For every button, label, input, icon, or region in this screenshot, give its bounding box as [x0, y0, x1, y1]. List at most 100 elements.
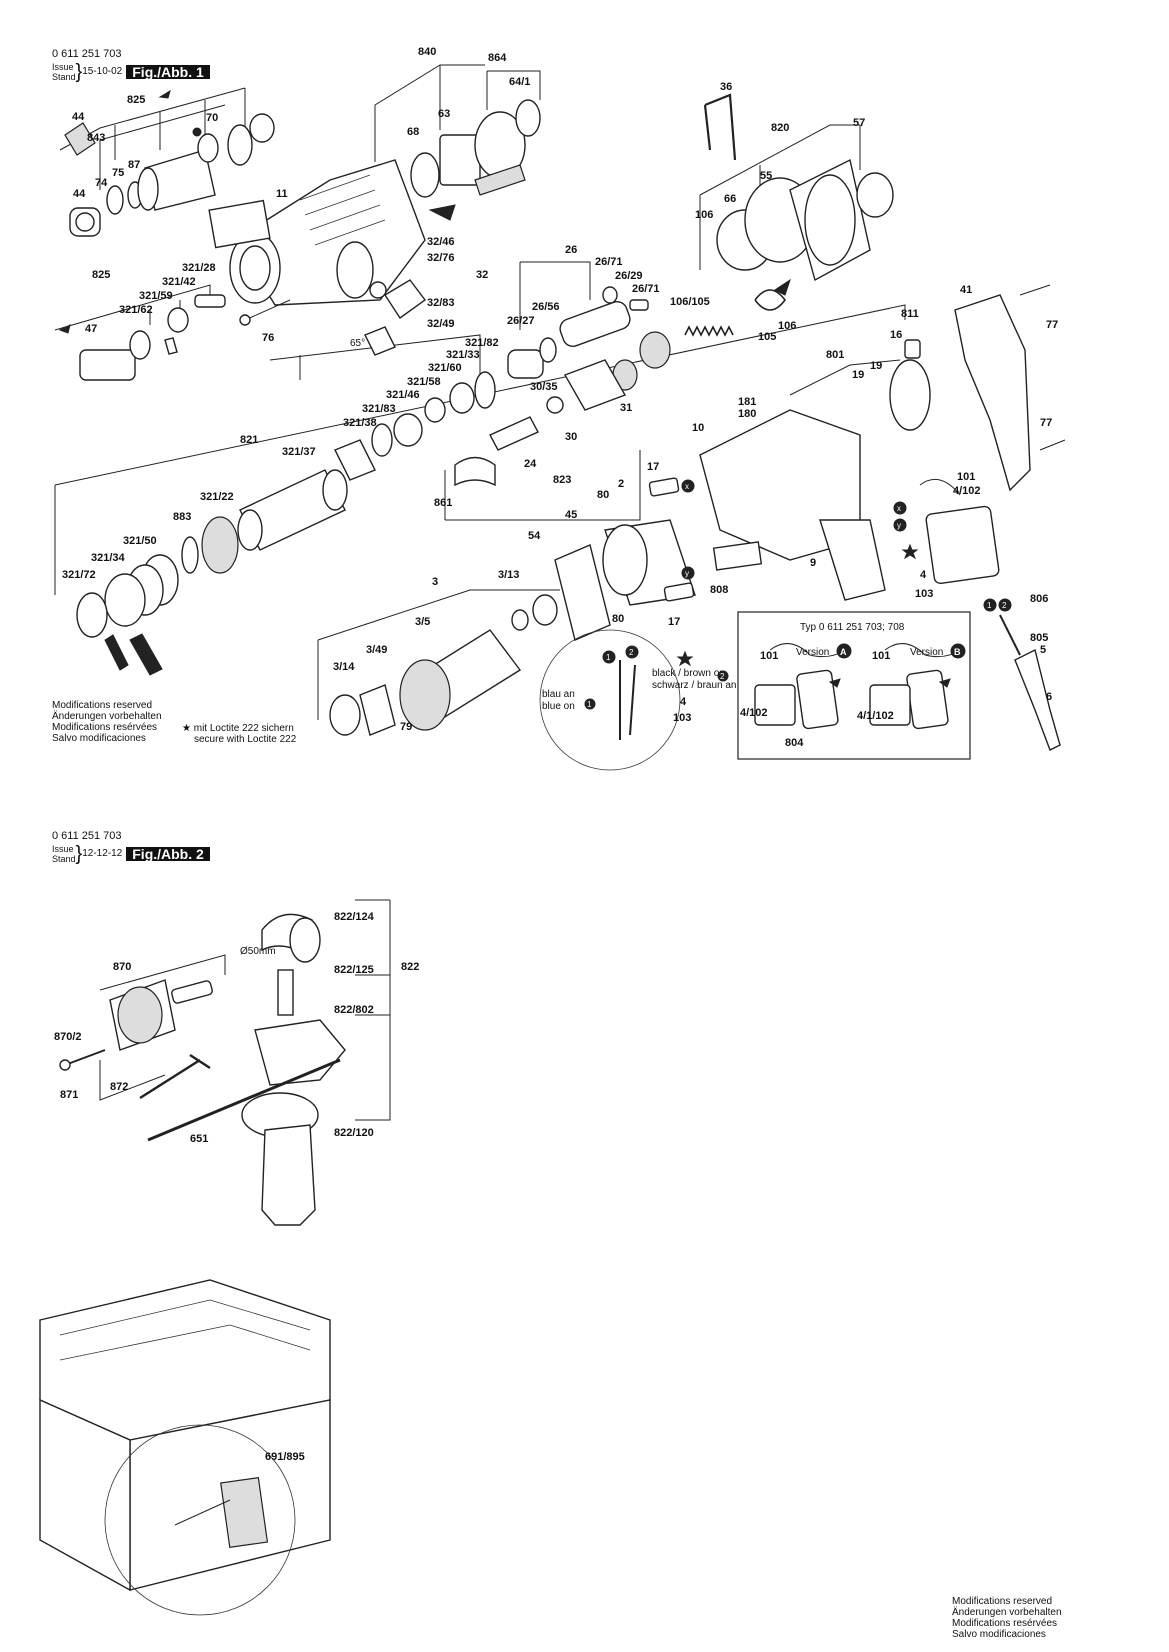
part-shape	[322, 469, 348, 511]
part-shape	[869, 684, 911, 726]
version-b-badge	[950, 643, 966, 659]
carrying-case	[39, 1279, 331, 1616]
loctite-note: ★ mit Loctite 222 sichern secure with Lo…	[182, 723, 296, 745]
label-822-120: 822/120	[334, 1127, 374, 1139]
label-843: 843	[87, 132, 105, 144]
label-55: 55	[760, 170, 772, 182]
inset-title: Typ 0 611 251 703; 708	[800, 622, 905, 633]
part-9-handle	[819, 519, 886, 601]
label-80: 80	[597, 489, 609, 501]
note-line: Modifications resérvées	[52, 722, 158, 733]
label-30: 30	[565, 431, 577, 443]
loctite-line: secure with Loctite 222	[194, 734, 297, 745]
label-321-50: 321/50	[123, 535, 157, 547]
label-825b: 825	[92, 269, 110, 281]
loctite-line: ★ mit Loctite 222 sichern	[182, 723, 294, 734]
part-shape	[602, 650, 616, 664]
note-line: Salvo modificaciones	[952, 1629, 1046, 1640]
label-321-33: 321/33	[446, 349, 480, 361]
label-3-14: 3/14	[333, 661, 355, 673]
wiring-black-de: schwarz / braun an	[652, 680, 737, 691]
label-24: 24	[524, 458, 537, 470]
part-4-switch	[925, 505, 1000, 585]
label-76: 76	[262, 332, 274, 344]
part-shape	[532, 594, 558, 626]
arrow-icon	[158, 89, 171, 99]
label-3: 3	[432, 576, 438, 588]
label-74: 74	[95, 177, 108, 189]
part-shape	[884, 643, 961, 658]
part-shape	[424, 397, 446, 423]
marker-text: y	[897, 521, 901, 530]
part-shape	[754, 684, 796, 726]
part-shape	[648, 477, 680, 497]
marker-text: 1	[606, 653, 611, 662]
brace-icon: }	[75, 843, 83, 865]
note-line: Modifications resérvées	[952, 1618, 1058, 1629]
brace-icon: }	[75, 61, 83, 83]
part-24-shaft	[489, 416, 539, 451]
figure2-title: Fig./Abb. 2	[126, 847, 210, 861]
label-840: 840	[418, 46, 436, 58]
arrow-icon	[938, 678, 951, 688]
part-822-120-handle	[261, 1124, 316, 1226]
label-9: 9	[810, 557, 816, 569]
label-17b: 17	[668, 616, 680, 628]
part-shape	[393, 413, 423, 447]
part-shape	[919, 478, 961, 496]
label-822-124: 822/124	[334, 911, 375, 923]
label-26-71: 26/71	[595, 256, 623, 268]
label-64-1: 64/1	[509, 76, 530, 88]
marker-text: 2	[1002, 601, 1007, 610]
stand-label: Stand	[52, 72, 76, 82]
part-shape	[444, 450, 641, 521]
label-32-76: 32/76	[427, 252, 455, 264]
label-321-83: 321/83	[362, 403, 396, 415]
label-872: 872	[110, 1081, 128, 1093]
part-shape	[449, 382, 475, 414]
label-32-46: 32/46	[427, 236, 455, 248]
part-shape	[75, 212, 95, 232]
wiring-detail-circle	[539, 629, 681, 771]
label-19b: 19	[870, 360, 882, 372]
part-shape	[244, 299, 291, 321]
label-822-802: 822/802	[334, 1004, 374, 1016]
label-26: 26	[565, 244, 577, 256]
label-822-125: 822/125	[334, 964, 374, 976]
part-shape	[619, 660, 636, 740]
version-b-mark: B	[954, 647, 961, 657]
part-shape	[486, 70, 541, 110]
part-70-ring	[197, 133, 219, 163]
figure2-part-number: 0 611 251 703	[52, 830, 122, 842]
marker-text: 2	[720, 672, 725, 681]
part-shape	[684, 325, 734, 337]
label-101c: 101	[872, 650, 890, 662]
part-shape	[371, 423, 393, 457]
label-806: 806	[1030, 593, 1048, 605]
part-44-clip	[64, 122, 96, 156]
part-shape	[804, 174, 856, 266]
part-shape	[59, 1299, 311, 1361]
part-shape	[681, 479, 695, 493]
label-6: 6	[1046, 691, 1052, 703]
part-shape	[104, 573, 146, 627]
figure1-issue-stand: Issue Stand	[52, 62, 76, 82]
part-shape	[355, 899, 391, 1121]
part-321-38	[334, 439, 376, 481]
label-870-2: 870/2	[54, 1031, 82, 1043]
label-805: 805	[1030, 632, 1048, 644]
label-11: 11	[276, 188, 288, 200]
part-shape	[99, 104, 226, 190]
part-shape	[364, 326, 396, 356]
part-shape	[584, 698, 596, 710]
label-26-56: 26/56	[532, 301, 560, 313]
label-19: 19	[852, 369, 864, 381]
label-3-49: 3/49	[366, 644, 387, 656]
part-shape	[147, 1058, 341, 1142]
label-87: 87	[128, 159, 140, 171]
part-shape	[904, 339, 921, 359]
label-822: 822	[401, 961, 419, 973]
marker-text: 1	[587, 700, 592, 709]
label-808: 808	[710, 584, 728, 596]
